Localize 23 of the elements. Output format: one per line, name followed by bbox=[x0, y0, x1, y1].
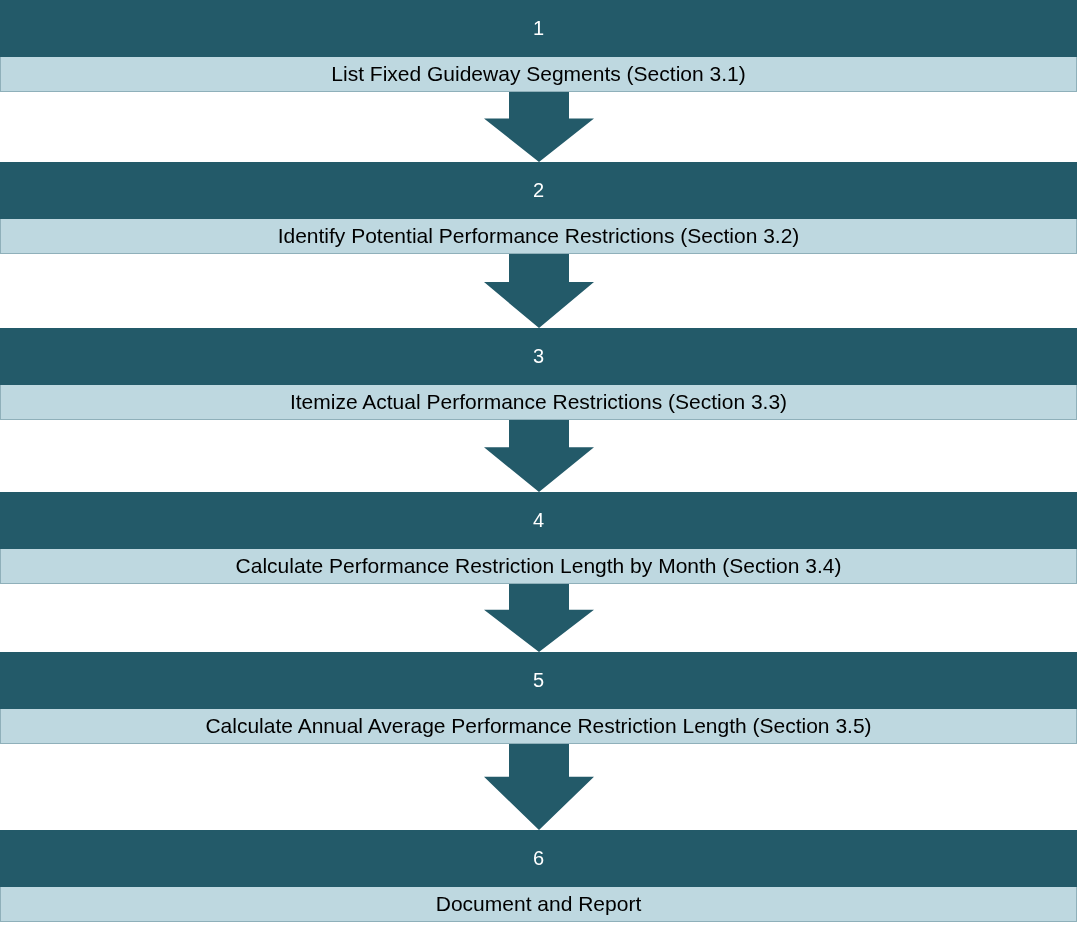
step-number: 4 bbox=[0, 492, 1077, 549]
step-number: 6 bbox=[0, 830, 1077, 887]
block-arrow bbox=[484, 584, 594, 652]
step-title: Calculate Performance Restriction Length by Month (Section 3.4) bbox=[0, 549, 1077, 584]
step-box bbox=[0, 492, 1077, 584]
step-number: 3 bbox=[0, 328, 1077, 385]
step-title: Identify Potential Performance Restrictions (Section 3.2) bbox=[0, 219, 1077, 254]
step-number: 1 bbox=[0, 0, 1077, 57]
step-box bbox=[0, 0, 1077, 92]
step-title: Document and Report bbox=[0, 887, 1077, 922]
step-title: Calculate Annual Average Performance Restriction Length (Section 3.5) bbox=[0, 709, 1077, 744]
step-number: 2 bbox=[0, 162, 1077, 219]
block-arrow bbox=[484, 744, 594, 830]
step-title: List Fixed Guideway Segments (Section 3.1) bbox=[0, 57, 1077, 92]
step-box bbox=[0, 830, 1077, 922]
block-arrow bbox=[484, 92, 594, 162]
step-title: Itemize Actual Performance Restrictions (Section 3.3) bbox=[0, 385, 1077, 420]
step-box bbox=[0, 162, 1077, 254]
step-box bbox=[0, 652, 1077, 744]
step-box bbox=[0, 328, 1077, 420]
block-arrow bbox=[484, 420, 594, 492]
step-number: 5 bbox=[0, 652, 1077, 709]
block-arrow bbox=[484, 254, 594, 328]
